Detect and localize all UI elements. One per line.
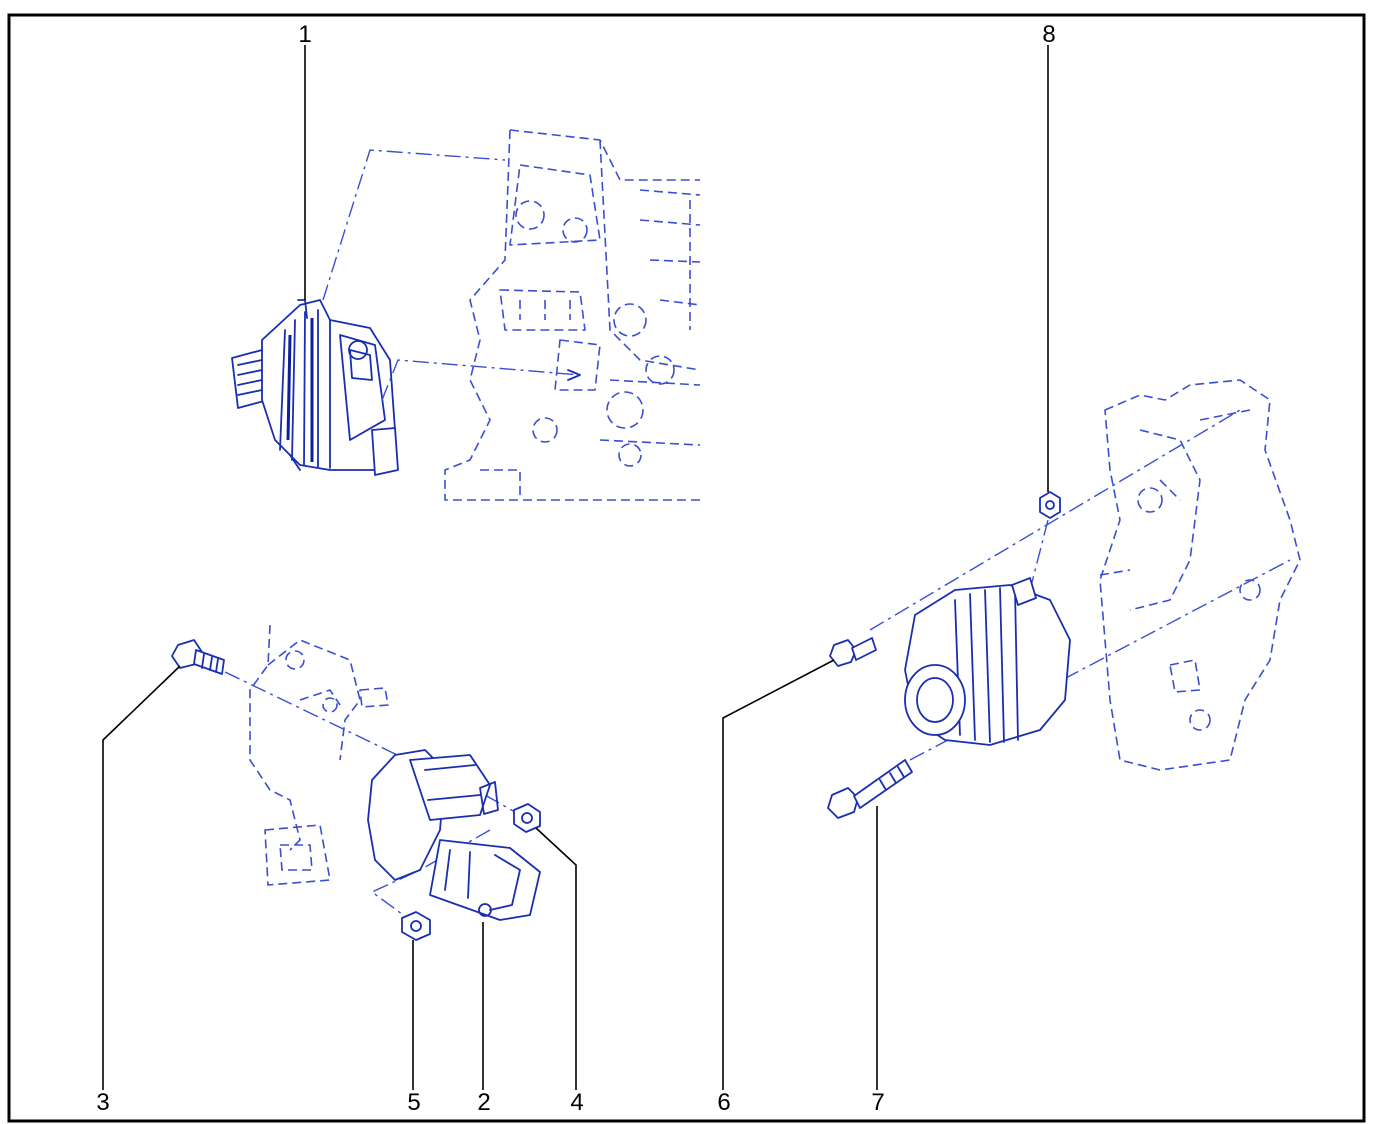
callout-1: 1: [298, 21, 311, 48]
mount-line-lower: [381, 359, 581, 401]
alternator-nut-8: [1039, 491, 1061, 519]
starter-nut-5: [401, 911, 431, 941]
mount-arrow: [567, 369, 581, 381]
callout-5: 5: [407, 1089, 420, 1116]
engine-block-top: [444, 129, 701, 501]
leader-6: [722, 659, 835, 1090]
mount-line-upper: [322, 149, 506, 301]
callout-4: 4: [570, 1089, 583, 1116]
alternator-bolt-7: [827, 759, 913, 819]
callout-7: 7: [871, 1089, 884, 1116]
alternator-part-1: [231, 299, 399, 476]
engine-block-bottom: [249, 624, 389, 886]
callout-8: 8: [1042, 21, 1055, 48]
starter-nut-4: [513, 803, 541, 833]
callout-3: 3: [96, 1089, 109, 1116]
starter-bolt-3: [171, 639, 225, 675]
engine-bracket-right: [1099, 379, 1301, 771]
starter-motor-part-2: [367, 749, 541, 921]
callout-2: 2: [477, 1089, 490, 1116]
alternator-right: [904, 577, 1071, 746]
alternator-bolt-6: [829, 637, 877, 667]
callout-6: 6: [717, 1089, 730, 1116]
diagram-frame: [7, 13, 1366, 1123]
starter-nut-upper-line: [484, 794, 516, 813]
alt-nut-line: [1029, 519, 1049, 591]
alt-upper-bolt-line: [869, 409, 1241, 631]
leader-3: [102, 665, 181, 1090]
leader-4: [535, 827, 577, 1090]
